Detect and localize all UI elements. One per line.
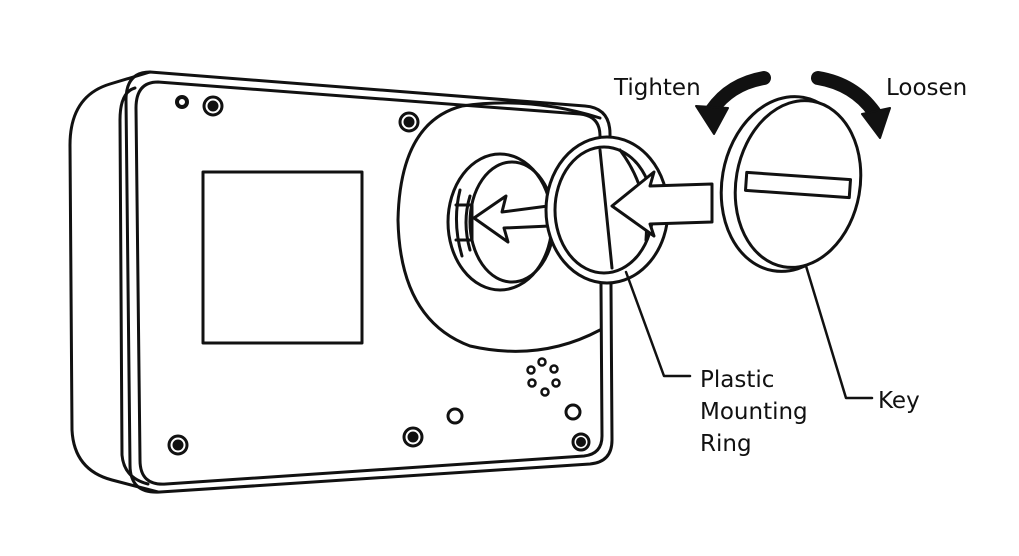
loosen-label: Loosen: [886, 75, 967, 101]
display-window: [201, 170, 364, 345]
tighten-label: Tighten: [613, 75, 701, 101]
speaker-holes: [526, 357, 561, 397]
ring-label-line1: Plastic: [700, 367, 774, 393]
screw-icons: [167, 95, 591, 456]
tighten-arrow-icon: [695, 71, 771, 135]
ring-leader-line: [624, 270, 692, 378]
plastic-mounting-ring: [544, 135, 670, 285]
insert-arrow-right: [610, 170, 714, 238]
ring-label-line3: Ring: [700, 431, 752, 457]
mounting-plate: [396, 101, 602, 353]
key-leader-line: [804, 264, 874, 400]
loosen-arrow-icon: [811, 71, 891, 139]
key: [719, 95, 863, 273]
mount-socket: [446, 152, 556, 292]
enclosure-box: [68, 70, 614, 494]
insert-arrow-left: [472, 194, 552, 244]
key-label: Key: [878, 388, 920, 414]
ring-label-line2: Mounting: [700, 399, 808, 425]
